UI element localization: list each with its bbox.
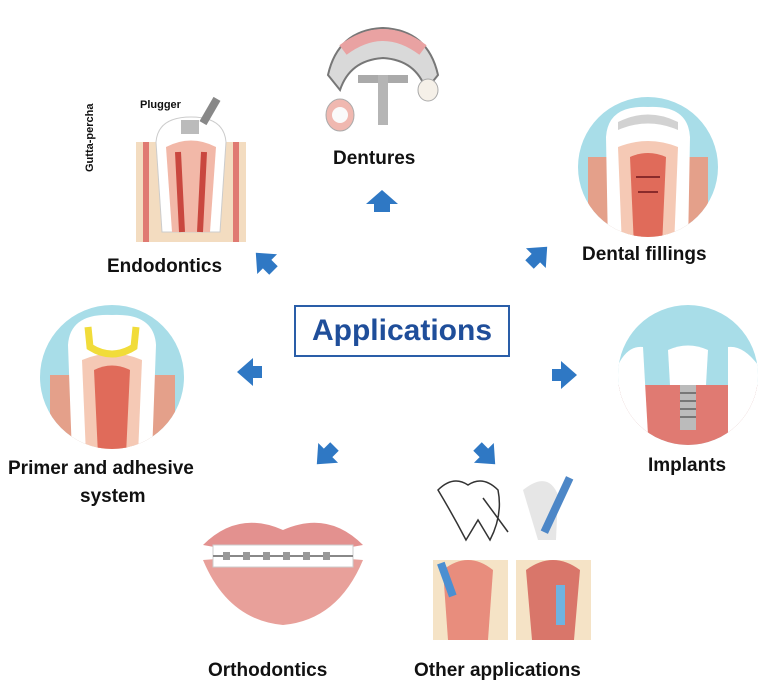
label-orthodontics: Orthodontics <box>208 660 327 682</box>
annotation-plugger: Plugger <box>140 99 181 111</box>
dentures-illustration <box>318 20 448 140</box>
orthodontics-illustration <box>198 505 368 630</box>
label-dental-fillings: Dental fillings <box>582 244 707 266</box>
arrow-upright-icon <box>520 237 557 274</box>
arrow-up-icon <box>366 190 398 212</box>
other-applications-illustration <box>428 470 593 645</box>
label-other-applications: Other applications <box>414 660 581 682</box>
endodontics-illustration <box>136 92 246 242</box>
arrow-right-icon <box>552 361 577 389</box>
annotation-gutta-percha: Gutta-percha <box>84 104 96 172</box>
label-endodontics: Endodontics <box>107 256 222 278</box>
arrow-downleft-icon <box>307 437 344 474</box>
dental-fillings-illustration <box>578 97 718 237</box>
implants-illustration <box>618 305 758 445</box>
label-primer-line1: Primer and adhesive <box>8 458 194 480</box>
arrow-upleft-icon <box>246 243 283 280</box>
label-primer-line2: system <box>80 486 146 508</box>
label-implants: Implants <box>648 455 726 477</box>
arrow-left-icon <box>237 358 262 386</box>
primer-adhesive-illustration <box>40 305 185 450</box>
arrow-downright-icon <box>468 437 505 474</box>
label-dentures: Dentures <box>333 148 415 170</box>
